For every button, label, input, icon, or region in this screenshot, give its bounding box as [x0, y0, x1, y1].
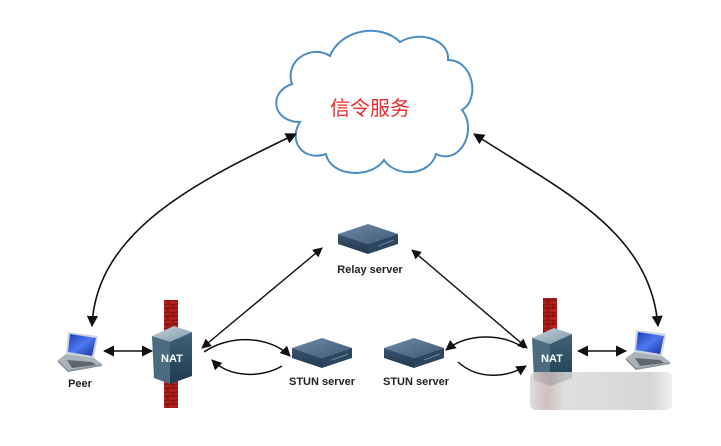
edge-peer-right-cloud	[473, 133, 663, 328]
stun-server-left-label: STUN server	[288, 376, 356, 388]
watermark-blur	[530, 372, 672, 410]
firewall-right-icon	[543, 298, 557, 338]
edge-nat-left-relay	[201, 247, 323, 349]
edge-stun-left-nat	[211, 359, 283, 376]
stun-server-right-label: STUN server	[382, 376, 450, 388]
relay-server-icon	[337, 223, 399, 255]
edge-nat-right-stun	[445, 336, 525, 351]
signaling-cloud	[275, 29, 474, 174]
edge-peer-left-cloud	[86, 133, 298, 328]
edge-nat-left-stun	[203, 339, 291, 357]
edge-nat-right-relay	[411, 249, 528, 349]
stun-server-left-icon	[291, 337, 353, 369]
relay-server-label: Relay server	[337, 264, 403, 276]
nat-right-label: NAT	[541, 353, 563, 365]
peer-right-laptop-icon	[626, 330, 670, 370]
peer-left-laptop-icon	[58, 332, 102, 372]
edge-stun-right-nat	[457, 361, 527, 376]
signaling-service-label: 信令服务	[330, 96, 410, 120]
peer-left-label: Peer	[68, 378, 92, 390]
nat-left-label: NAT	[161, 353, 183, 365]
stun-server-right-icon	[383, 337, 445, 369]
